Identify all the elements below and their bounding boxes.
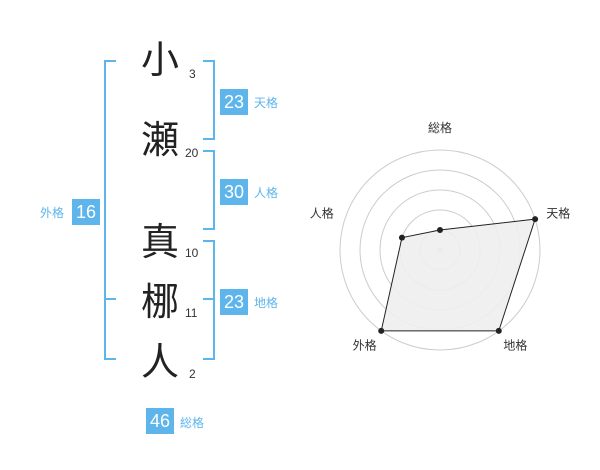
soukaku-label: 総格 <box>180 416 205 430</box>
stroke-count-5: 2 <box>189 367 196 381</box>
radar-polygon <box>380 218 536 332</box>
radar-point-3 <box>495 327 502 334</box>
radar-axis-label-5: 人格 <box>310 206 334 221</box>
chikaku-label: 地格 <box>254 296 279 310</box>
radar-point-1 <box>437 227 443 233</box>
stroke-count-3: 10 <box>185 246 199 260</box>
radar-point-2 <box>532 216 539 223</box>
stroke-count-1: 3 <box>189 67 196 81</box>
radar-point-4 <box>378 327 385 334</box>
chikaku-bracket-tick <box>203 298 215 300</box>
tenkaku-bracket <box>203 60 215 140</box>
radar-axis-label-3: 地格 <box>503 337 527 352</box>
radar-axis-label-2: 天格 <box>546 206 570 221</box>
radar-axis-label-4: 外格 <box>353 337 377 352</box>
soukaku-value: 46 <box>146 408 174 434</box>
jinkaku-bracket <box>203 150 215 230</box>
name-char-2: 瀬 <box>141 118 180 162</box>
radar-point-5 <box>398 234 405 241</box>
radar-grid-ring <box>339 149 541 351</box>
name-char-3: 真 <box>141 220 180 264</box>
gaikaku-bracket-tick <box>104 298 116 300</box>
gaikaku-label: 外格 <box>40 206 65 220</box>
name-char-1: 小 <box>141 38 180 82</box>
jinkaku-value: 30 <box>220 179 248 205</box>
name-char-4: 梛 <box>141 280 180 324</box>
gaikaku-value: 16 <box>72 199 100 225</box>
stroke-count-4: 11 <box>185 306 198 320</box>
stroke-count-2: 20 <box>185 146 199 160</box>
jinkaku-label: 人格 <box>254 186 279 200</box>
tenkaku-label: 天格 <box>254 96 279 110</box>
radar-axis-label-1: 総格 <box>428 120 452 135</box>
chikaku-bracket <box>203 240 215 360</box>
tenkaku-value: 23 <box>220 89 248 115</box>
gaikaku-bracket <box>104 60 116 360</box>
name-char-5: 人 <box>141 340 180 384</box>
chikaku-value: 23 <box>220 289 248 315</box>
